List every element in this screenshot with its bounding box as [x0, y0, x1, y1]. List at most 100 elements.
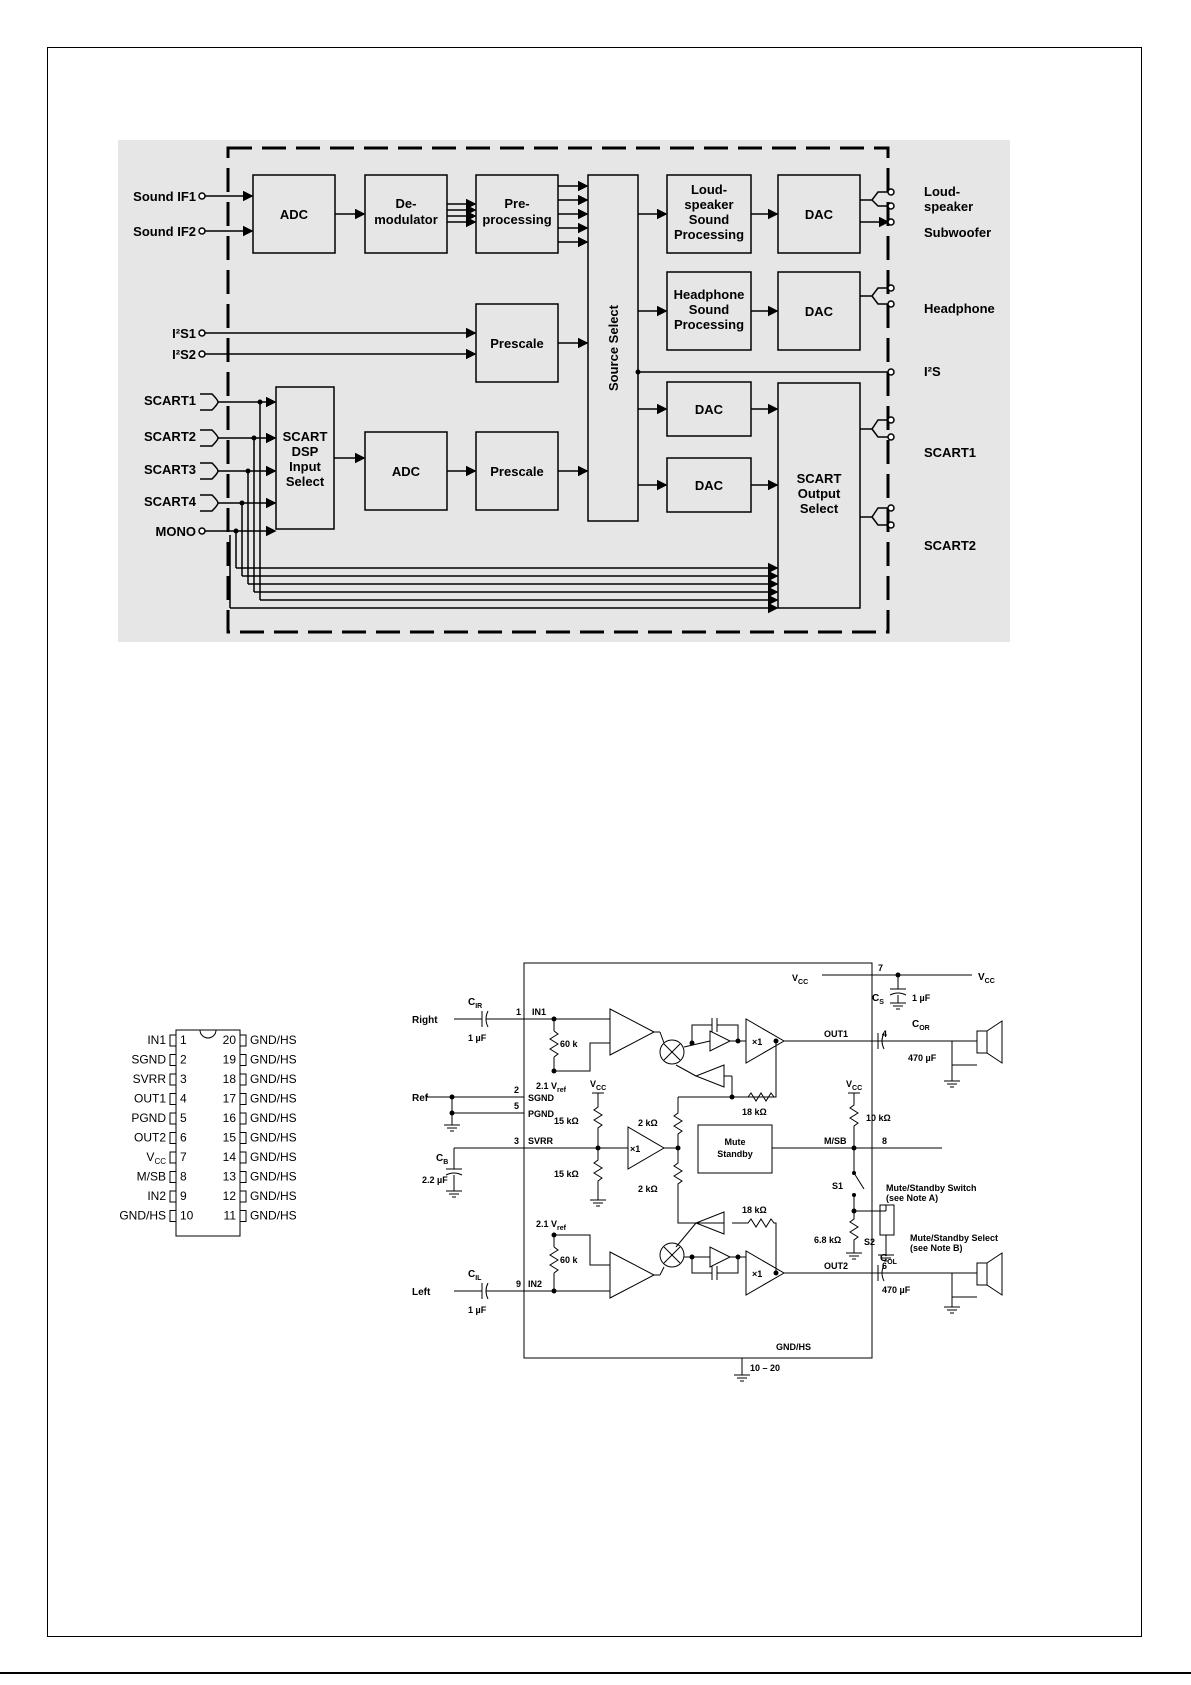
input-scart1: SCART1: [144, 393, 196, 408]
label-r15-top: 15 kΩ: [554, 1116, 579, 1126]
label-dac-s2: DAC: [695, 478, 724, 493]
label-out1: OUT1: [824, 1029, 848, 1039]
block-headphone-processing: [666, 271, 752, 351]
label-dac-ls: DAC: [805, 207, 834, 222]
pin-stub-right: [239, 1190, 247, 1203]
input-sound-if2: Sound IF2: [133, 224, 196, 239]
label-dac-hp: DAC: [805, 304, 834, 319]
pin-name-left: PGND: [131, 1111, 166, 1125]
pin-number-right: 14: [223, 1150, 237, 1164]
label-dac-s1: DAC: [695, 402, 724, 417]
pin-name-left: GND/HS: [119, 1209, 166, 1223]
pin-stub-right: [239, 1210, 247, 1222]
label-source-select: Source Select: [606, 304, 621, 391]
label-r60-bottom: 60 k: [560, 1255, 579, 1265]
pin-stub-left: [169, 1190, 177, 1203]
pin-number-left: 7: [180, 1150, 187, 1164]
pin-stub-left: [169, 1132, 177, 1144]
pin-stub-left: [169, 1054, 177, 1066]
pin-name-right: GND/HS: [250, 1131, 297, 1145]
label-pgnd: PGND: [528, 1109, 555, 1119]
pin-number-right: 13: [223, 1170, 237, 1184]
pin-name-left: SGND: [131, 1053, 166, 1067]
label-adc-bottom: ADC: [392, 464, 421, 479]
output-lines: [229, 191, 888, 608]
pin-name-right: GND/HS: [250, 1111, 297, 1125]
amplifier-schematic: Right Ref Left CIR 1 µF CIL 1 µF CB 2.2 …: [412, 962, 1003, 1382]
pin-stub-right: [239, 1034, 247, 1047]
label-pins-10-20: 10 – 20: [750, 1363, 780, 1373]
label-scart-out-1: SCART: [797, 471, 842, 486]
label-vcc-pin: VCC: [792, 973, 808, 986]
label-scart-in-2: DSP: [292, 444, 319, 459]
label-r2-bottom: 2 kΩ: [638, 1184, 658, 1194]
label-in1: IN1: [532, 1007, 546, 1017]
pin-name-left: IN2: [147, 1189, 166, 1203]
label-col-value: 470 µF: [882, 1285, 911, 1295]
pin-number-right: 19: [223, 1053, 237, 1067]
pin-num-6: 6: [882, 1261, 887, 1271]
label-mss-switch-1: Mute/Standby Switch: [886, 1183, 977, 1193]
label-sgnd: SGND: [528, 1093, 555, 1103]
label-scart-out-3: Select: [800, 501, 839, 516]
output-pins: [887, 188, 895, 529]
label-demod-2: modulator: [374, 212, 438, 227]
label-ls-4: Processing: [674, 227, 744, 242]
input-scart4: SCART4: [144, 494, 197, 509]
label-out2: OUT2: [824, 1261, 848, 1271]
schematic-junctions: [449, 972, 901, 1294]
pin-number-left: 8: [180, 1170, 187, 1184]
block-dac-headphone: [777, 271, 861, 351]
input-mono: MONO: [156, 524, 196, 539]
output-loudspeaker-2: speaker: [924, 199, 973, 214]
pin-stub-left: [169, 1151, 177, 1164]
label-mss-select-2: (see Note B): [910, 1243, 963, 1253]
label-x1-top: ×1: [752, 1037, 762, 1047]
label-hp-1: Headphone: [674, 287, 745, 302]
pin-number-left: 5: [180, 1111, 187, 1125]
label-gndhs: GND/HS: [776, 1342, 811, 1352]
block-scart-output-select: [777, 382, 861, 609]
label-cs: CS: [872, 993, 884, 1006]
pin-number-left: 9: [180, 1189, 187, 1203]
pin-name-right: GND/HS: [250, 1033, 297, 1047]
label-mss-switch-2: (see Note A): [886, 1193, 938, 1203]
block-adc-bottom: [364, 431, 448, 511]
label-r68: 6.8 kΩ: [814, 1235, 841, 1245]
label-scart-in-1: SCART: [283, 429, 328, 444]
pin-name-left: OUT2: [134, 1131, 166, 1145]
label-r60-top: 60 k: [560, 1039, 579, 1049]
pin-number-right: 20: [223, 1033, 237, 1047]
label-cor-value: 470 µF: [908, 1053, 937, 1063]
label-r2-top: 2 kΩ: [638, 1118, 658, 1128]
label-ls-3: Sound: [689, 212, 729, 227]
label-preproc-1: Pre-: [504, 196, 529, 211]
block-loudspeaker-processing: [666, 174, 752, 254]
block-dac-loudspeaker: [777, 174, 861, 254]
label-prescale-bottom: Prescale: [490, 464, 544, 479]
diagram-background: [118, 140, 1010, 642]
pin-name-left: M/SB: [137, 1170, 166, 1184]
label-vref-top: 2.1 Vref: [536, 1081, 567, 1094]
page-bottom-rule: [0, 1672, 1191, 1674]
pin-stub-left: [169, 1034, 177, 1047]
pin-number-right: 11: [224, 1209, 237, 1223]
pin-number-left: 3: [180, 1072, 187, 1086]
label-s2: S2: [864, 1237, 875, 1247]
pin-name-right: GND/HS: [250, 1072, 297, 1086]
label-vcc-supply: VCC: [978, 972, 995, 985]
pin-stub-left: [169, 1093, 177, 1105]
label-r18-bottom: 18 kΩ: [742, 1205, 767, 1215]
pin-stub-right: [239, 1132, 247, 1144]
pin-num-3: 3: [514, 1136, 519, 1146]
audio-processor-block-diagram: Sound IF1 Sound IF2 I²S1 I²S2 SCART1 SCA…: [118, 140, 1010, 642]
pin-stub-right: [239, 1073, 247, 1086]
pin-stub-right: [239, 1093, 247, 1105]
label-msb: M/SB: [824, 1136, 847, 1146]
pin-num-8: 8: [882, 1136, 887, 1146]
label-hp-2: Sound: [689, 302, 729, 317]
page-border: [47, 47, 1142, 1637]
label-svrr: SVRR: [528, 1136, 554, 1146]
pin-stub-right: [239, 1112, 247, 1125]
